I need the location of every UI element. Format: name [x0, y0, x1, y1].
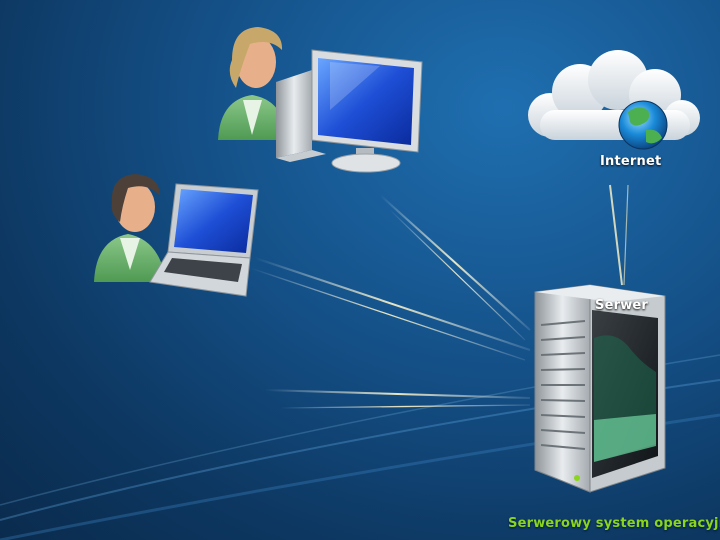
- globe-icon: [619, 101, 667, 149]
- server-label: Serwer: [595, 298, 648, 313]
- cloud-icon: [528, 50, 700, 140]
- user-icon: [94, 174, 166, 282]
- desktop-computer-icon: [276, 50, 422, 172]
- server-tower-icon: [535, 285, 665, 492]
- laptop-icon: [150, 184, 258, 296]
- server-os-label: Serwerowy system operacyjny: [508, 516, 720, 531]
- internet-label: Internet: [600, 154, 661, 169]
